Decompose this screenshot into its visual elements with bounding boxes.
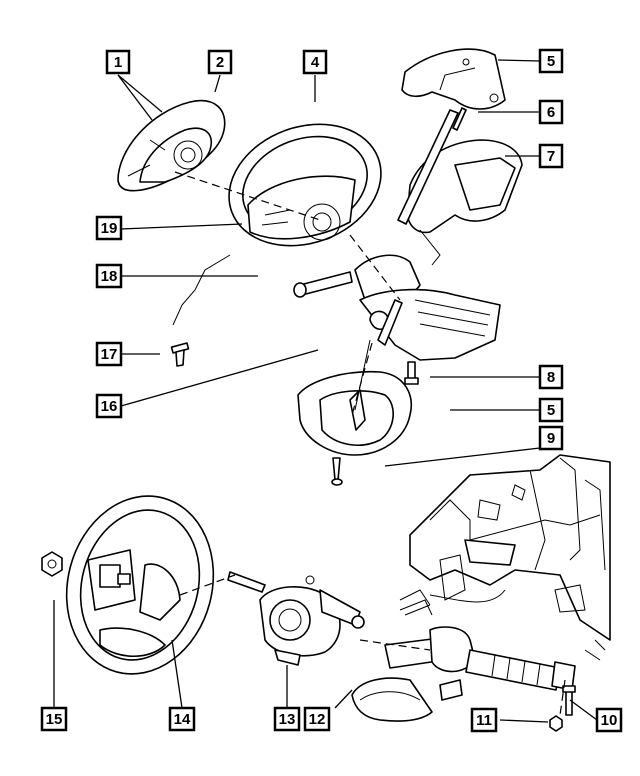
callout-14: 14 (168, 706, 196, 732)
callout-label-6: 6 (547, 104, 555, 121)
callout-label-5-upper: 5 (547, 53, 555, 70)
callout-label-18: 18 (101, 268, 118, 285)
callout-5-upper: 5 (538, 48, 564, 74)
shroud-screw-lower (331, 457, 343, 486)
callout-label-9: 9 (547, 430, 555, 447)
callout-label-2: 2 (216, 54, 224, 71)
callout-10: 10 (595, 707, 623, 733)
callout-label-8: 8 (547, 369, 555, 386)
steering-wheel-lower (65, 495, 215, 675)
callout-17: 17 (95, 341, 123, 367)
callout-label-12: 12 (309, 711, 326, 728)
callout-12: 12 (303, 706, 331, 732)
callout-4: 4 (302, 49, 328, 75)
callout-1: 1 (105, 49, 131, 75)
callout-18: 18 (95, 263, 123, 289)
callout-label-14: 14 (174, 711, 191, 728)
clockspring-switch (227, 571, 365, 666)
leader-lines (53, 59, 598, 723)
callout-5-lower: 5 (538, 397, 564, 423)
shroud-bolt-8 (404, 361, 419, 385)
column-cover (406, 139, 523, 266)
callout-label-17: 17 (101, 346, 118, 363)
callout-16: 16 (95, 393, 123, 419)
airbag-bolt (170, 254, 231, 367)
airbag-module (117, 99, 226, 192)
steering-wheel-upper (228, 123, 382, 247)
callout-label-15: 15 (46, 711, 63, 728)
shroud-screw (452, 107, 467, 131)
callout-8: 8 (538, 364, 564, 390)
steering-column-upper (293, 109, 501, 361)
dash-support-structure (399, 454, 611, 661)
callout-label-7: 7 (547, 148, 555, 165)
callout-label-5-lower: 5 (547, 402, 555, 419)
callout-label-4: 4 (311, 54, 320, 71)
callout-9: 9 (538, 425, 564, 451)
callout-15: 15 (40, 706, 68, 732)
callout-label-1: 1 (114, 54, 122, 71)
callout-label-10: 10 (601, 712, 618, 729)
callout-19: 19 (95, 215, 123, 241)
callout-label-16: 16 (101, 398, 118, 415)
steering-wheel-nut (41, 551, 63, 577)
callout-6: 6 (538, 99, 564, 125)
callout-2: 2 (207, 49, 233, 75)
lower-shroud (297, 339, 412, 456)
pinch-bolt-nut (549, 715, 563, 732)
callout-label-13: 13 (279, 711, 296, 728)
pinch-bolt (562, 685, 576, 716)
callout-11: 11 (470, 707, 498, 733)
callout-7: 7 (538, 143, 564, 169)
callout-label-19: 19 (101, 220, 118, 237)
lower-column-cover (351, 677, 433, 722)
callout-13: 13 (273, 706, 301, 732)
callout-label-11: 11 (476, 712, 492, 729)
upper-shroud (401, 48, 506, 110)
